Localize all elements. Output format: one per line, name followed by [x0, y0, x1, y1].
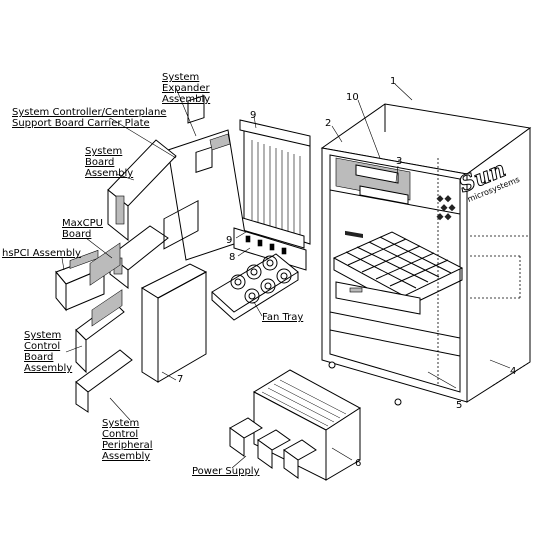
callout-6: 6 [355, 458, 362, 469]
callout-2: 2 [325, 118, 332, 129]
label-sc-carrier-plate: System Controller/Centerplane Support Bo… [12, 107, 167, 129]
callout-9-top: 9 [250, 110, 257, 121]
callout-7: 7 [177, 374, 184, 385]
label-system-expander: System Expander Assembly [162, 72, 211, 105]
label-hspci: hsPCI Assembly [2, 248, 81, 259]
system-board [107, 139, 177, 242]
cabinet-card-grid [332, 231, 464, 309]
callout-8: 8 [229, 252, 236, 263]
callout-5: 5 [456, 400, 463, 411]
system-expander-assembly [235, 119, 311, 249]
cabinet [320, 103, 532, 406]
label-system-control-peripheral: System Control Peripheral Assembly [102, 418, 153, 462]
label-power-supply: Power Supply [192, 466, 260, 477]
board-frame-7 [140, 199, 208, 383]
callout-1: 1 [390, 76, 397, 87]
system-control-peripheral [75, 289, 133, 413]
label-system-board: System Board Assembly [85, 146, 134, 179]
callout-3: 3 [396, 156, 403, 167]
callout-9-mid: 9 [226, 235, 233, 246]
label-maxcpu: MaxCPU Board [62, 218, 104, 240]
callout-10: 10 [346, 92, 359, 103]
power-supply [229, 369, 361, 481]
leader-lines [61, 83, 511, 469]
fan-tray [211, 253, 299, 321]
sun-logo-icon [436, 195, 456, 221]
board-plate-8 [233, 227, 307, 271]
label-fan-tray: Fan Tray [262, 312, 304, 323]
label-system-control-board: System Control Board Assembly [24, 330, 73, 374]
callout-4: 4 [510, 366, 517, 377]
